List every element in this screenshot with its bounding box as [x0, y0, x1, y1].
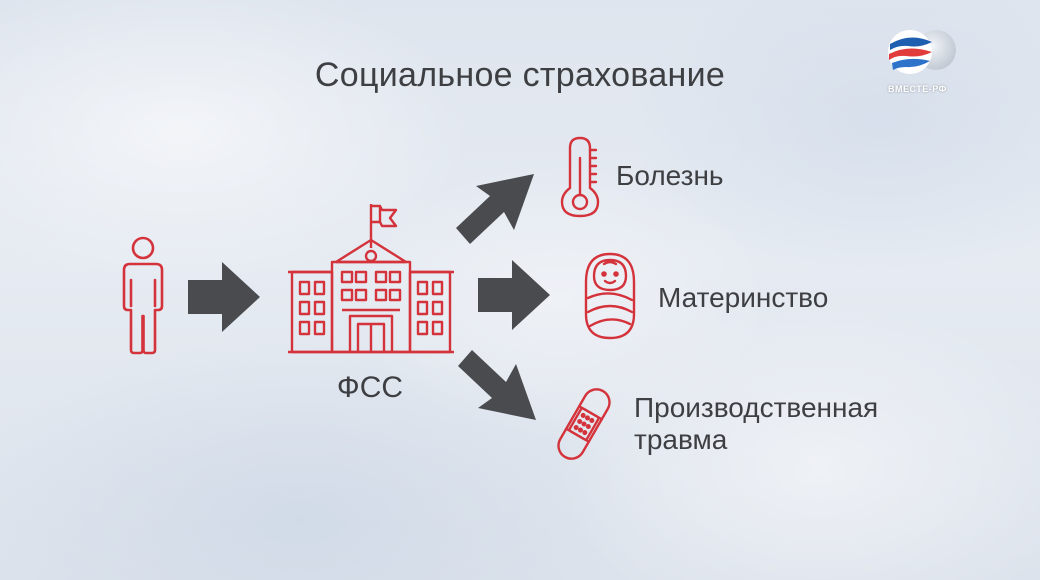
slide-title: Социальное страхование	[314, 56, 726, 94]
vmeste-rf-logo	[888, 30, 956, 74]
person-icon	[122, 236, 164, 355]
logo-text: ВМЕСТЕ-РФ	[888, 84, 947, 94]
arrow-to-fss	[188, 262, 260, 332]
thermometer-icon	[560, 136, 600, 218]
fss-label: ФСС	[336, 371, 404, 404]
arrow-to-maternity	[478, 260, 550, 330]
injury-label-line1: Производственная	[634, 392, 879, 423]
arrow-to-injury	[458, 350, 536, 420]
fss-building-icon	[288, 204, 454, 354]
maternity-label: Материнство	[658, 282, 829, 313]
swaddled-baby-icon	[584, 252, 636, 340]
illness-label: Болезнь	[616, 160, 724, 191]
arrow-to-illness	[456, 174, 534, 244]
injury-label: Производственная травма	[634, 392, 964, 456]
bandage-icon	[557, 388, 611, 460]
injury-label-line2: травма	[634, 424, 728, 455]
